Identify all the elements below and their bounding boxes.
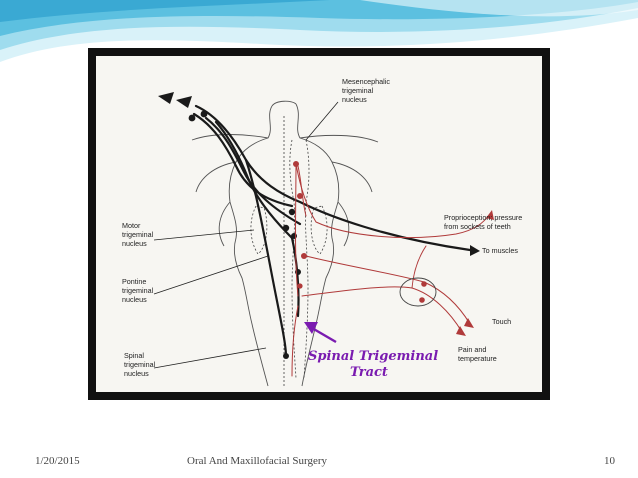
footer-date: 1/20/2015 [35,455,80,467]
label-leader-lines [153,101,339,369]
header-wave-decoration [0,0,638,62]
nucleus-columns [250,139,328,379]
diagram-canvas: Mesencephalic trigeminal nucleus Motor t… [96,56,542,392]
spinal-tract-annotation: Spinal Trigeminal Tract [304,322,443,380]
to-muscles-label: To muscles [482,246,518,255]
pontine-nucleus-label: Pontine trigeminal nucleus [122,277,155,304]
footer-title: Oral And Maxillofacial Surgery [187,455,328,467]
trigeminal-pathway-diagram: Mesencephalic trigeminal nucleus Motor t… [122,77,524,387]
brainstem-outline [191,100,379,387]
touch-label: Touch [492,317,511,326]
footer-page-number: 10 [604,455,615,467]
ganglion-outline [399,277,437,307]
pain-temperature-label: Pain and temperature [458,345,497,363]
proprioception-label: Proprioception; pressure from sockets of… [444,213,524,231]
motor-arrowheads [158,92,480,256]
motor-pathway [192,104,472,358]
sensory-neurons [293,161,427,303]
spinal-trigeminal-tract-annotation: Spinal Trigeminal Tract [308,349,443,380]
diagram-frame: Mesencephalic trigeminal nucleus Motor t… [88,48,550,400]
mesencephalic-nucleus-label: Mesencephalic trigeminal nucleus [342,77,392,104]
spinal-nucleus-label: Spinal trigeminal nucleus [124,351,157,378]
motor-nucleus-label: Motor trigeminal nucleus [122,221,155,248]
sensory-arrowheads [456,210,494,336]
